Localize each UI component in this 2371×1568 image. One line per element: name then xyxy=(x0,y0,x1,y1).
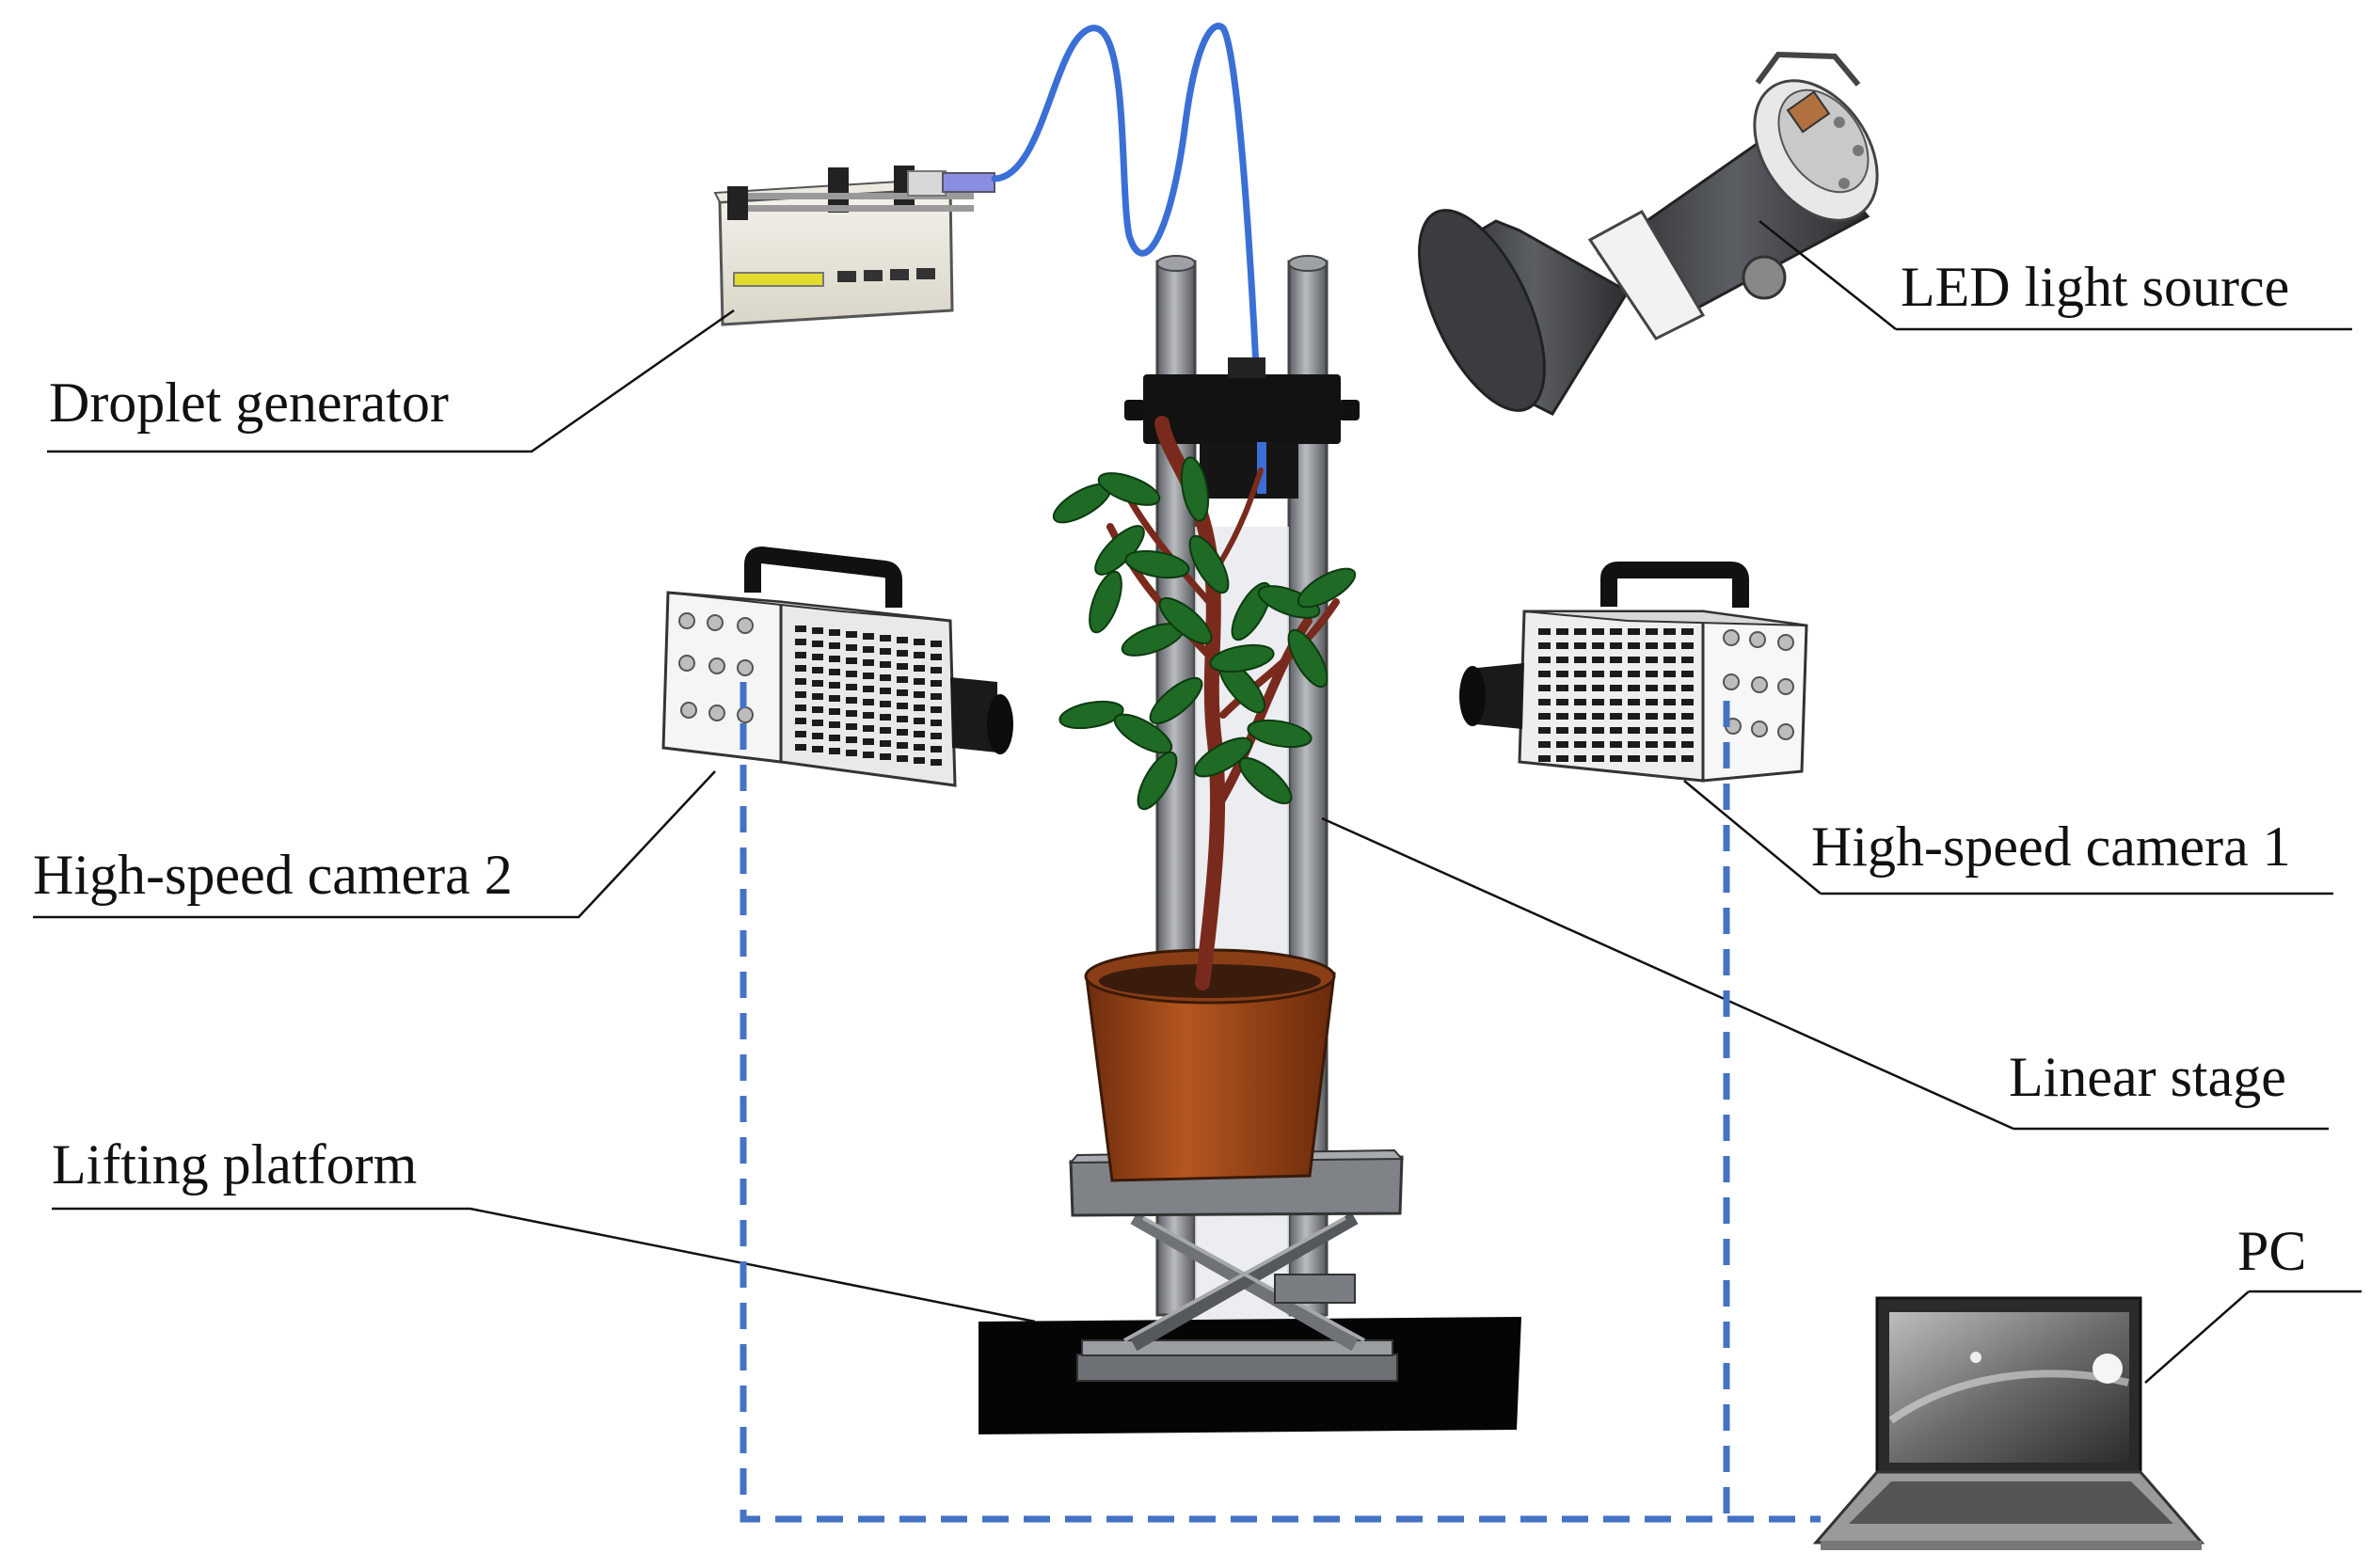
leaf xyxy=(1137,751,1178,811)
leaf xyxy=(1297,567,1357,609)
leaf xyxy=(1193,736,1253,778)
droplet-generator-device xyxy=(713,166,995,326)
leaf xyxy=(1247,719,1313,749)
lifting-platform xyxy=(979,1148,1521,1434)
leaf xyxy=(1149,676,1203,725)
leaf xyxy=(1209,643,1275,673)
pc-laptop xyxy=(1812,1296,2205,1550)
led-light-source xyxy=(1418,51,1879,416)
label-led-light-source: LED light source xyxy=(1901,256,2289,318)
plant-pot xyxy=(1084,948,1336,1182)
leaf xyxy=(1089,570,1122,634)
leaf xyxy=(1180,456,1210,522)
label-pc: PC xyxy=(2237,1220,2306,1282)
data-connection-lines xyxy=(740,682,1821,1523)
leader-lines xyxy=(33,220,2362,1384)
leaf xyxy=(1113,713,1173,754)
tube xyxy=(991,23,1265,493)
leaf xyxy=(1238,756,1293,805)
leaf xyxy=(1257,585,1321,619)
label-high-speed-camera-2: High-speed camera 2 xyxy=(33,844,513,906)
high-speed-camera-2 xyxy=(661,546,1013,787)
label-lifting-platform: Lifting platform xyxy=(52,1133,417,1196)
leaf xyxy=(1188,534,1230,594)
label-droplet-generator: Droplet generator xyxy=(49,372,449,434)
leaf xyxy=(1124,549,1190,579)
label-linear-stage: Linear stage xyxy=(2009,1046,2286,1108)
leaf xyxy=(1158,596,1213,645)
plant xyxy=(1052,416,1357,990)
label-high-speed-camera-1: High-speed camera 1 xyxy=(1811,816,2291,878)
leaf xyxy=(1097,472,1161,506)
high-speed-camera-1 xyxy=(1459,562,1808,783)
leaf xyxy=(1287,628,1329,689)
leaf xyxy=(1058,700,1124,730)
